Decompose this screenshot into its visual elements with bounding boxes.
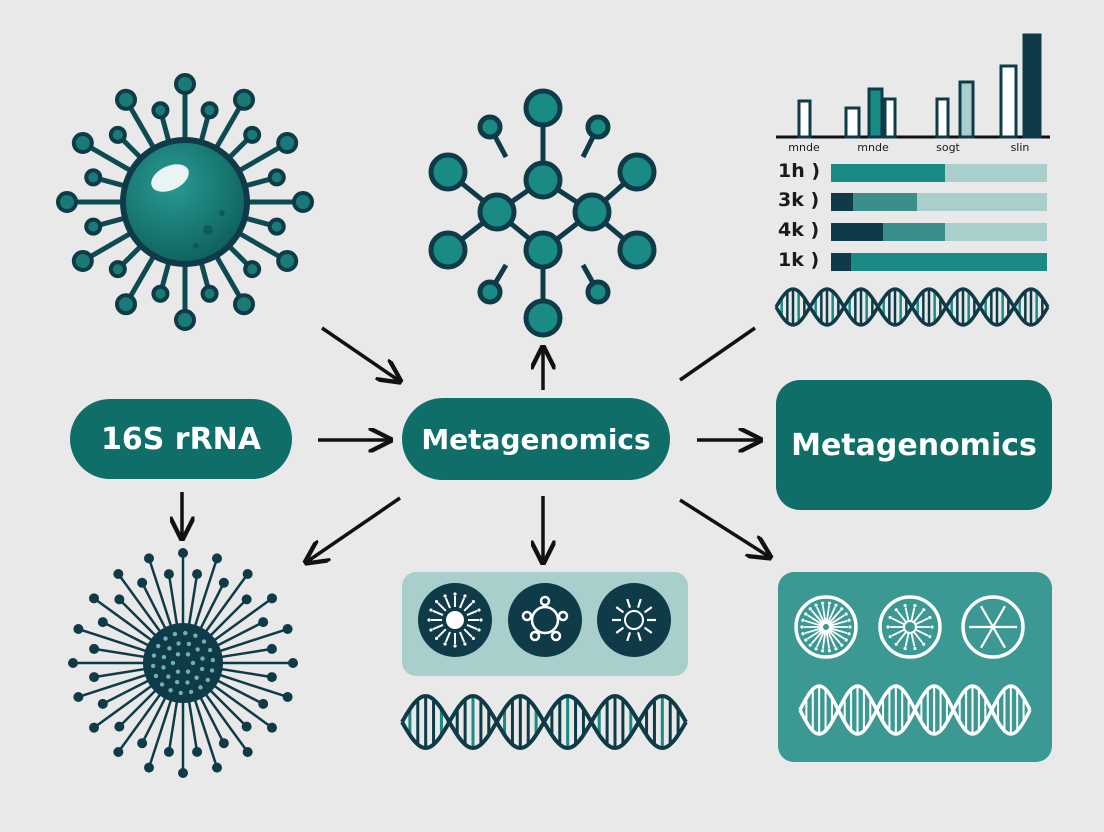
stacked-bar-label: 3k ) xyxy=(778,189,820,211)
metagenomics-right-node: Metagenomics xyxy=(776,380,1052,510)
metagenomics-center-node: Metagenomics xyxy=(402,398,670,480)
bar-chart-label: slin xyxy=(1010,141,1030,154)
stacked-bar-label: 1k ) xyxy=(778,249,820,271)
connector-arrows xyxy=(182,326,768,561)
rrna-node-label: 16S rRNA xyxy=(100,421,262,457)
asterisk-cell-icon xyxy=(961,595,1025,659)
radiating-cell-icon xyxy=(794,595,858,659)
stacked-bar-row xyxy=(831,193,1047,211)
dna-helix-icon xyxy=(798,684,1032,736)
metagenomics-center-label: Metagenomics xyxy=(421,422,651,456)
cell-panel xyxy=(402,572,688,676)
bar-chart-label: mnde xyxy=(788,141,820,154)
bar-chart-label: sogt xyxy=(936,141,960,154)
bar-chart-label: mnde xyxy=(857,141,889,154)
molecule-cell-icon xyxy=(508,583,582,657)
radiating-cell-icon xyxy=(878,595,942,659)
radial-network-icon xyxy=(68,548,298,778)
rrna-node: 16S rRNA xyxy=(70,399,292,479)
result-panel xyxy=(778,572,1052,762)
sunburst-cell-icon xyxy=(418,583,492,657)
molecule-network-icon xyxy=(428,88,657,338)
sun-cell-icon xyxy=(597,583,671,657)
stacked-bar-label: 1h ) xyxy=(778,160,821,182)
stacked-bar-row xyxy=(831,223,1047,241)
metagenomics-right-label: Metagenomics xyxy=(791,427,1037,463)
stacked-bar-row xyxy=(831,164,1047,182)
mini-bar-chart-icon xyxy=(776,33,1050,139)
virus-cell-icon xyxy=(56,73,314,331)
dna-helix-icon xyxy=(400,693,688,751)
arrow-connector-top-right xyxy=(679,326,756,382)
dna-helix-icon xyxy=(774,287,1050,327)
arrow-to-right-panel xyxy=(679,498,768,556)
stacked-bar-label: 4k ) xyxy=(778,219,820,241)
arrow-to-network-bottom xyxy=(308,496,401,561)
arrow-virus-to-metagenomics xyxy=(321,326,398,380)
stacked-bar-list xyxy=(831,164,1047,271)
stacked-bar-row xyxy=(831,253,1047,271)
